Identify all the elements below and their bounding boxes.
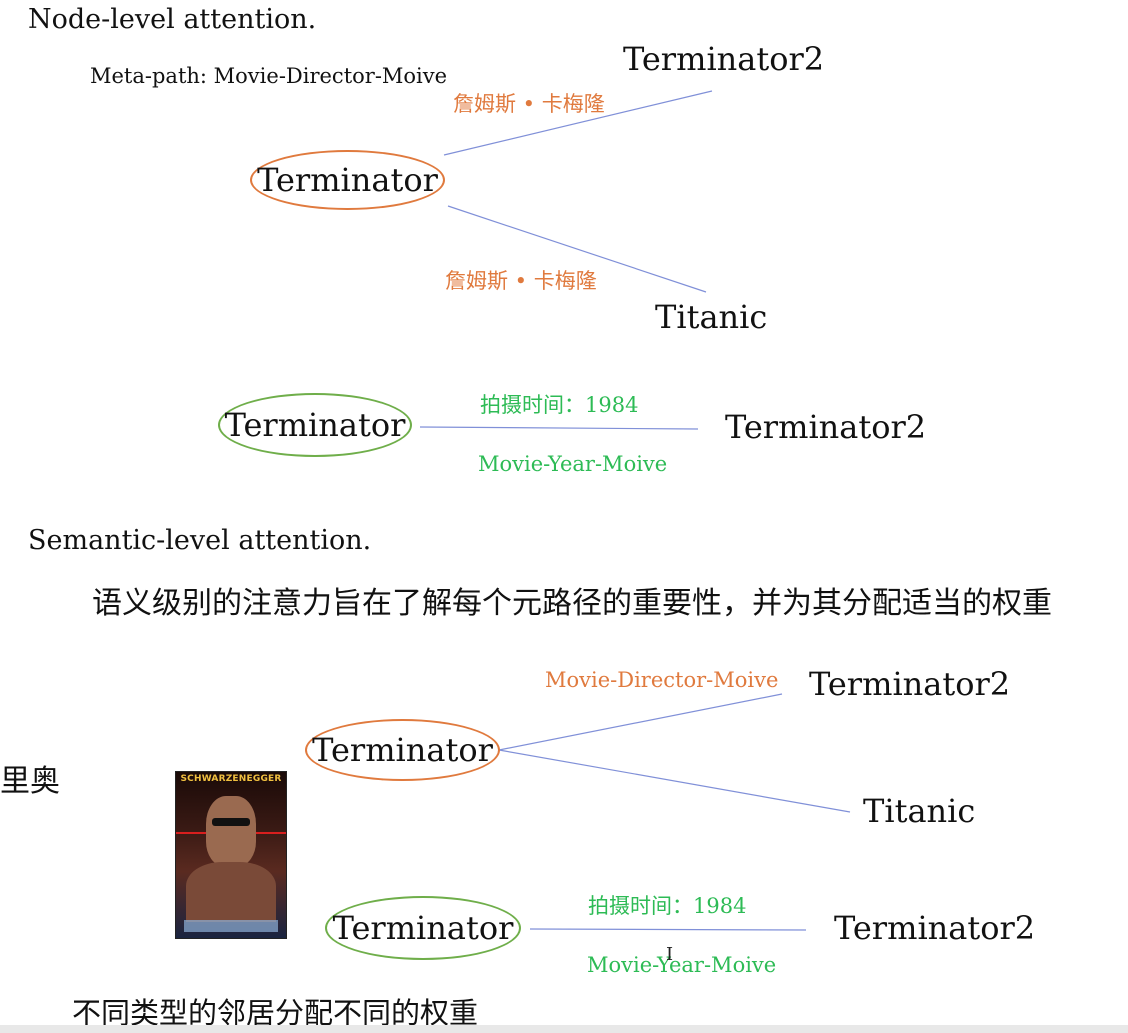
- node-terminator2-year: Terminator2: [725, 408, 927, 446]
- node-semantic-terminator-director: Terminator: [305, 719, 500, 781]
- node-semantic-terminator-director-label: Terminator: [312, 731, 493, 769]
- poster-body: [186, 862, 276, 922]
- edge-terminator-terminator2-year: [419, 426, 699, 430]
- edge-semantic-terminator-terminator2-year: [529, 928, 807, 931]
- poster-caption: SCHWARZENEGGER: [180, 774, 282, 784]
- semantic-description: 语义级别的注意力旨在了解每个元路径的重要性，并为其分配适当的权重: [92, 586, 1052, 621]
- edge-label-semantic-director: Movie-Director-Moive: [545, 668, 779, 692]
- edge-semantic-terminator-titanic: [498, 749, 851, 813]
- node-semantic-terminator-year: Terminator: [325, 896, 521, 960]
- node-terminator-year-label: Terminator: [224, 406, 406, 444]
- node-terminator-year: Terminator: [218, 393, 412, 457]
- poster-sunglasses: [212, 818, 250, 826]
- node-terminator2-top: Terminator2: [623, 40, 825, 78]
- edge-label-year-bottom: Movie-Year-Moive: [478, 452, 668, 476]
- bottom-scrollbar-strip: [0, 1025, 1128, 1033]
- edge-terminator-titanic: [447, 205, 707, 293]
- footer-note: 不同类型的邻居分配不同的权重: [72, 996, 479, 1030]
- edge-label-director-bottom: 詹姆斯 • 卡梅隆: [445, 269, 597, 293]
- node-level-heading: Node-level attention.: [28, 4, 317, 35]
- node-semantic-terminator-year-label: Terminator: [332, 909, 514, 947]
- node-titanic: Titanic: [655, 298, 768, 336]
- poster-face: [206, 796, 256, 866]
- edge-terminator-terminator2: [443, 90, 713, 156]
- meta-path-label: Meta-path: Movie-Director-Moive: [90, 64, 448, 88]
- terminator-poster-image: SCHWARZENEGGER: [175, 771, 287, 939]
- side-label: 里奥: [0, 764, 60, 799]
- edge-label-year-top: 拍摄时间：1984: [480, 393, 639, 417]
- edge-label-semantic-year-bottom: Movie-Year-Moive: [587, 953, 777, 977]
- poster-logo: [184, 920, 278, 932]
- node-terminator-director-label: Terminator: [257, 161, 438, 199]
- edge-label-director-top: 詹姆斯 • 卡梅隆: [453, 92, 605, 116]
- edge-label-semantic-year-top: 拍摄时间：1984: [588, 894, 747, 918]
- node-terminator-director: Terminator: [250, 150, 445, 210]
- semantic-level-heading: Semantic-level attention.: [28, 525, 372, 556]
- node-semantic-terminator2-top: Terminator2: [809, 665, 1011, 703]
- node-semantic-terminator2-year: Terminator2: [834, 909, 1036, 947]
- node-semantic-titanic: Titanic: [863, 792, 976, 830]
- text-cursor-icon: I: [666, 944, 674, 965]
- edge-semantic-terminator-terminator2: [498, 693, 783, 751]
